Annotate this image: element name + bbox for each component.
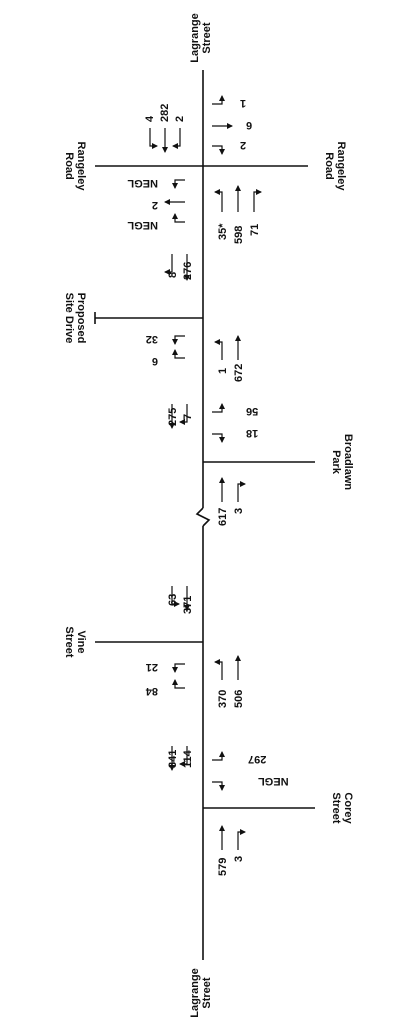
- broad-nb-right-volume: 3: [233, 508, 245, 514]
- broad-sb-right-arrow: [179, 404, 188, 425]
- vine-nb-thru-volume: 506: [233, 690, 245, 708]
- proposed-site-drive-label: ProposedSite Drive: [63, 293, 87, 344]
- rangeley-sb-thru-volume: 282: [159, 104, 171, 122]
- vine-eb-right-arrow: [172, 679, 185, 689]
- rangeley-eb-right-arrow: [172, 213, 185, 223]
- site-nb-left-volume: 1: [217, 368, 229, 374]
- corey-intersection: 341 114 297 NEGL 579 3: [167, 746, 289, 876]
- rangeley-eb-left-arrow: [172, 179, 185, 189]
- vine-street-label: VineStreet: [63, 626, 87, 658]
- broad-nb-thru-volume: 617: [217, 508, 229, 526]
- lagrange-label-top: LagrangeStreet: [189, 13, 213, 63]
- rangeley-sb-left-volume: 4: [144, 115, 156, 122]
- rangeley-nb-right-volume: 71: [249, 224, 261, 236]
- vine-eb-left-volume: 21: [146, 661, 158, 673]
- corey-nb-thru-volume: 579: [217, 858, 229, 876]
- vine-eb-right-volume: 84: [145, 685, 158, 697]
- site-out-right-volume: 6: [152, 355, 158, 367]
- vine-sb-left-arrow: [171, 586, 180, 607]
- rangeley-wb-left-arrow: [212, 95, 225, 105]
- rangeley-wb-thru-volume: 6: [246, 119, 252, 131]
- rangeley-nb-left-arrow: [214, 189, 223, 212]
- road-break-symbol: [195, 507, 211, 527]
- rangeley-wb-right-arrow: [212, 145, 225, 155]
- corey-sb-thru-volume: 341: [167, 750, 179, 768]
- site-out-left-arrow: [172, 335, 185, 345]
- site-nb-left-arrow: [214, 339, 223, 360]
- corey-wb-right-volume: NEGL: [258, 775, 289, 787]
- vine-nb-left-volume: 370: [217, 690, 229, 708]
- rangeley-nb-left-volume: 35*: [217, 223, 229, 240]
- broadlawn-intersection: 275 7 56 18 617 3: [167, 403, 258, 526]
- rangeley-wb-right-volume: 2: [240, 139, 246, 151]
- rangeley-eb-left-volume: NEGL: [127, 177, 158, 189]
- broad-wb-left-volume: 56: [246, 405, 258, 417]
- vine-eb-left-arrow: [172, 663, 185, 673]
- rangeley-sb-left-arrow: [149, 128, 158, 149]
- rangeley-sb-right-arrow: [172, 128, 181, 149]
- site-sb-right-volume: 8: [167, 272, 179, 278]
- site-sb-right-arrow: [164, 254, 173, 275]
- rangeley-wb-left-volume: 1: [240, 97, 246, 109]
- rangeley-label-right: RangeleyRoad: [323, 142, 347, 192]
- corey-nb-right-volume: 3: [233, 856, 245, 862]
- vine-nb-left-arrow: [214, 659, 223, 680]
- corey-wb-left-arrow: [212, 751, 225, 761]
- corey-wb-left-volume: 297: [248, 753, 266, 765]
- corey-sb-right-volume: 114: [182, 749, 194, 768]
- broad-wb-right-arrow: [212, 433, 225, 443]
- broad-nb-right-arrow: [237, 481, 246, 502]
- lagrange-label-bottom: LagrangeStreet: [189, 968, 213, 1018]
- corey-sb-right-arrow: [179, 746, 188, 767]
- rangeley-eb-thru-volume: 2: [152, 199, 158, 211]
- broad-sb-thru-volume: 275: [167, 408, 179, 426]
- broad-wb-right-volume: 18: [246, 427, 258, 439]
- site-out-left-volume: 32: [146, 333, 158, 345]
- broad-wb-left-arrow: [212, 403, 225, 413]
- broadlawn-park-label: BroadlawnPark: [330, 434, 354, 491]
- vine-intersection: 63 371 21 84 370 506: [145, 586, 245, 708]
- vine-sb-left-volume: 63: [167, 594, 179, 606]
- rangeley-nb-thru-volume: 598: [233, 226, 245, 244]
- rangeley-eb-right-volume: NEGL: [127, 219, 158, 231]
- broad-sb-right-volume: 7: [182, 414, 194, 420]
- corey-nb-right-arrow: [237, 829, 246, 850]
- vine-sb-thru-volume: 371: [182, 596, 194, 614]
- rangeley-nb-right-arrow: [253, 189, 262, 212]
- rangeley-intersection: 4 282 2 NEGL 2 NEGL 1 6 2 35* 598 71: [127, 95, 262, 244]
- site-nb-thru-volume: 672: [233, 364, 245, 382]
- corey-wb-right-arrow: [212, 781, 225, 791]
- site-out-right-arrow: [172, 349, 185, 359]
- rangeley-label-left: RangeleyRoad: [63, 142, 87, 192]
- road-network: [94, 70, 315, 960]
- corey-street-label: CoreyStreet: [330, 792, 354, 824]
- site-sb-thru-volume: 276: [182, 262, 194, 280]
- rangeley-sb-right-volume: 2: [174, 116, 186, 122]
- site-drive-intersection: 8 276 32 6 1 672: [146, 254, 245, 382]
